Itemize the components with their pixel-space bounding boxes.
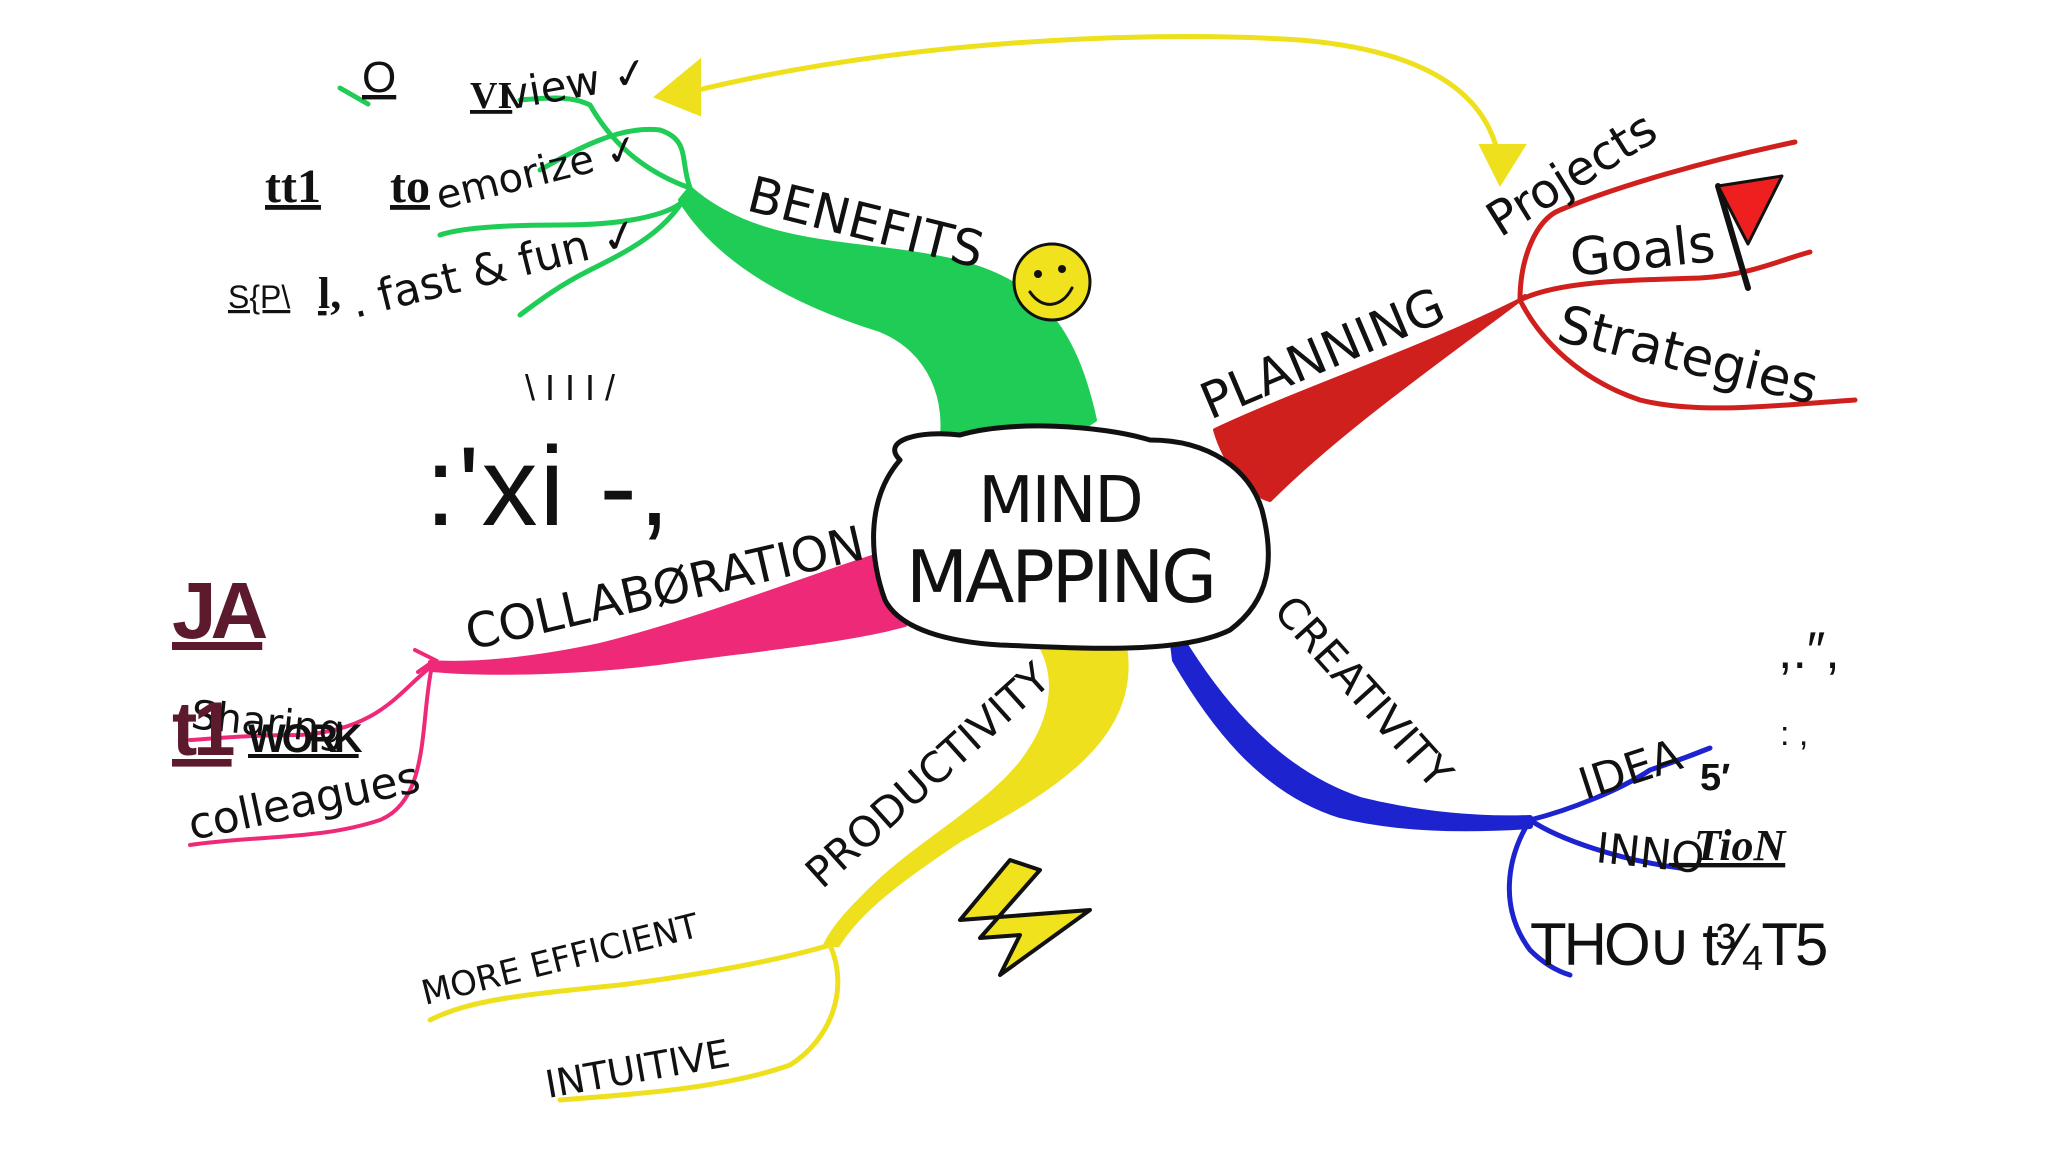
- benefits-green-tick: [337, 85, 371, 107]
- collaboration-artifact-t1: t1: [172, 687, 234, 772]
- creativity-sub-lines: [1506, 745, 1713, 978]
- creativity-innovation-suffix: _TioN: [1668, 821, 1787, 870]
- benefits-item-view: view ✓: [500, 46, 652, 119]
- creativity-ideas-number: 5′: [1700, 757, 1730, 799]
- smiley-icon: [1012, 242, 1092, 322]
- artifact-small-text: \ I I I /: [525, 367, 615, 408]
- yellow-arrow: [653, 34, 1527, 188]
- planning-item-strategies: Strategies: [1552, 294, 1824, 416]
- creativity-items: IDEA 5′ ,.″, : , INNO _TioN THO∪ t³⁄₄T5: [1530, 622, 1840, 978]
- collaboration-artifact-work: WORK: [248, 717, 363, 761]
- benefits-fun-prefix-l: l,: [318, 269, 341, 318]
- arrowhead-left: [653, 57, 701, 117]
- creativity-dots-2: : ,: [1780, 715, 1808, 753]
- productivity-item-efficient: MORE EFFICIENT: [418, 906, 704, 1014]
- benefits-memorize-prefix-tt1: tt1: [265, 160, 321, 213]
- benefits-view-prefix: O: [362, 53, 396, 102]
- flag-icon: [1715, 174, 1784, 291]
- benefits-view-artifact: VI: [470, 75, 512, 117]
- benefits-item-memorize: emorize ✓: [431, 125, 643, 220]
- artifact-big-text: :'xi -,: [425, 424, 672, 549]
- creativity-item-ideas: IDEA: [1573, 730, 1688, 811]
- collaboration-items: JA Sharing t1 WORK colleagues: [172, 566, 425, 851]
- collaboration-sub-lines: [188, 648, 439, 847]
- branch-productivity: [823, 643, 1129, 947]
- center-title-line-2: MAPPING: [906, 535, 1214, 619]
- branch-benefits: [678, 186, 1097, 452]
- lightning-icon: [958, 858, 1092, 977]
- planning-sub-lines: [1517, 139, 1858, 411]
- center-title-line-1: MIND: [978, 464, 1141, 538]
- arrowhead-right: [1478, 144, 1527, 188]
- benefits-items: O VI view ✓ tt1 to emorize ✓ S{P\ l, . f…: [228, 46, 652, 328]
- benefits-memorize-prefix-to: to: [390, 160, 430, 213]
- benefits-sub-lines: [337, 85, 693, 318]
- collaboration-artifact-ja: JA: [172, 566, 266, 655]
- creativity-item-thoughts: THO∪ t³⁄₄T5: [1530, 911, 1826, 978]
- productivity-sub-lines: [427, 942, 841, 1103]
- benefits-fun-prefix-sp: S{P\: [228, 279, 290, 315]
- center-cloud: [871, 423, 1271, 651]
- creativity-dots-1: ,.″,: [1778, 622, 1840, 680]
- creativity-item-innovation: INNO: [1594, 823, 1707, 883]
